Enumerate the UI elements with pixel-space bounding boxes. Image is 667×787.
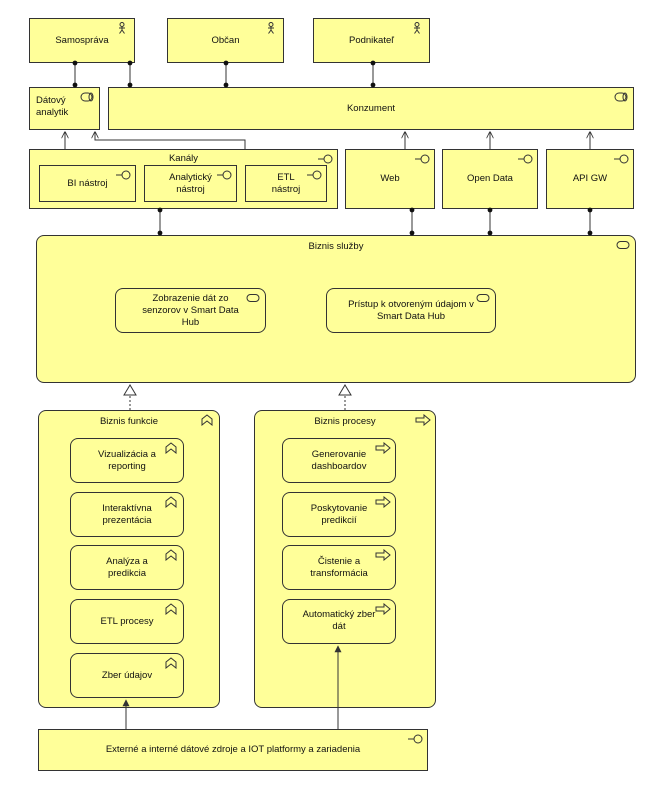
service-icon	[246, 294, 260, 302]
interface-icon	[614, 154, 629, 164]
interface-icon	[318, 154, 333, 164]
interface-bi-nastroj[interactable]: BI nástroj	[39, 165, 136, 202]
actor-icon	[268, 22, 274, 34]
interface-label: Analytický nástroj	[169, 171, 212, 195]
function-item-label: Interaktívna prezentácia	[102, 502, 152, 526]
function-item[interactable]: Zber údajov	[70, 653, 184, 698]
process-label: Biznis procesy	[314, 416, 376, 427]
interface-label: API GW	[572, 173, 608, 184]
actor-label: Občan	[211, 34, 240, 46]
function-icon	[165, 496, 177, 508]
serving-channels-konzument	[405, 132, 590, 149]
interface-label: BI nástroj	[67, 177, 108, 189]
process-item[interactable]: Čistenie a transformácia	[282, 545, 396, 590]
actor-icon	[119, 22, 125, 34]
process-item-label: Automatický zber dát	[302, 609, 376, 632]
actor-label: Samospráva	[55, 34, 109, 46]
actor-obcan[interactable]: Občan	[167, 18, 284, 63]
process-item[interactable]: Generovanie dashboardov	[282, 438, 396, 483]
function-item[interactable]: ETL procesy	[70, 599, 184, 644]
service-label: Biznis služby	[308, 241, 364, 252]
serving-kanaly-analytik	[65, 132, 246, 149]
interface-icon	[415, 154, 430, 164]
interface-api-gw[interactable]: API GW	[546, 149, 634, 209]
function-icon	[165, 603, 177, 615]
interface-label: Kanály	[168, 153, 199, 164]
function-item[interactable]: Analýza a predikcia	[70, 545, 184, 590]
realization-functions-services	[123, 384, 137, 410]
function-item[interactable]: Vizualizácia a reporting	[70, 438, 184, 483]
role-label: Konzument	[346, 102, 396, 114]
actor-podnikatel[interactable]: Podnikateľ	[313, 18, 430, 63]
process-item[interactable]: Automatický zber dát	[282, 599, 396, 644]
service-pristup[interactable]: Prístup k otvoreným údajom v Smart Data …	[326, 288, 496, 333]
interface-icon	[307, 170, 322, 180]
function-item-label: Analýza a predikcia	[106, 555, 148, 579]
process-item-label: Čistenie a transformácia	[310, 555, 368, 579]
function-item-label: Vizualizácia a reporting	[98, 448, 156, 472]
assignment-channels-services	[157, 207, 593, 236]
process-icon	[375, 549, 391, 561]
actor-samosprava[interactable]: Samospráva	[29, 18, 135, 63]
role-label: Dátový analytik	[36, 95, 69, 118]
function-item[interactable]: Interaktívna prezentácia	[70, 492, 184, 537]
function-icon	[165, 657, 177, 669]
function-label: Biznis funkcie	[99, 416, 159, 427]
interface-icon	[408, 734, 423, 744]
interface-label: ETL nástroj	[271, 171, 301, 195]
process-item-label: Poskytovanie predikcií	[310, 502, 368, 526]
interface-label: Externé a interné dátové zdroje a IOT pl…	[105, 744, 361, 755]
interface-label: Open Data	[467, 173, 513, 184]
role-datovy-analytik[interactable]: Dátový analytik	[29, 87, 100, 130]
actor-icon	[414, 22, 420, 34]
process-item-label: Generovanie dashboardov	[311, 448, 367, 472]
service-label: Zobrazenie dát zo senzorov v Smart Data …	[142, 292, 239, 328]
interface-etl-nastroj[interactable]: ETL nástroj	[245, 165, 327, 202]
process-icon	[375, 603, 391, 615]
service-icon	[476, 294, 490, 302]
function-item-label: Zber údajov	[101, 669, 153, 681]
realization-processes-services	[338, 384, 352, 410]
function-icon	[201, 414, 213, 426]
function-item-label: ETL procesy	[100, 615, 154, 627]
interface-icon	[217, 170, 232, 180]
actor-label: Podnikateľ	[348, 34, 395, 46]
interface-icon	[518, 154, 533, 164]
interface-icon	[116, 170, 131, 180]
function-icon	[165, 549, 177, 561]
interface-data-sources[interactable]: Externé a interné dátové zdroje a IOT pl…	[38, 729, 428, 771]
interface-web[interactable]: Web	[345, 149, 435, 209]
interface-analyticky-nastroj[interactable]: Analytický nástroj	[144, 165, 237, 202]
process-item[interactable]: Poskytovanie predikcií	[282, 492, 396, 537]
service-icon	[616, 241, 630, 249]
function-icon	[165, 442, 177, 454]
process-icon	[415, 414, 431, 426]
interface-label: Web	[380, 173, 400, 184]
process-icon	[375, 442, 391, 454]
role-icon	[614, 92, 628, 102]
service-zobrazenie[interactable]: Zobrazenie dát zo senzorov v Smart Data …	[115, 288, 266, 333]
role-icon	[80, 92, 94, 102]
service-label: Prístup k otvoreným údajom v Smart Data …	[348, 298, 474, 322]
process-icon	[375, 496, 391, 508]
role-konzument[interactable]: Konzument	[108, 87, 634, 130]
interface-open-data[interactable]: Open Data	[442, 149, 538, 209]
